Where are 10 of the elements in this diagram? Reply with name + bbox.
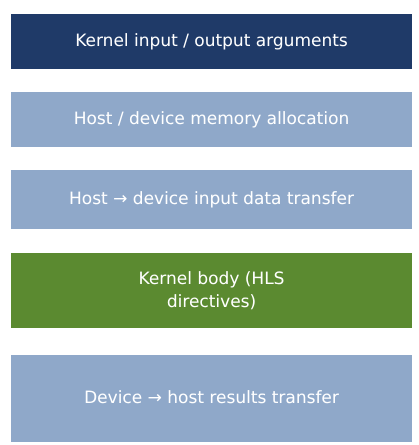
box-label: Host → device input data transfer — [69, 188, 354, 211]
box-label: Kernel input / output arguments — [75, 30, 348, 53]
box-label: Kernel body (HLS directives) — [138, 268, 286, 314]
step-box — [11, 355, 412, 442]
step-box — [11, 170, 412, 229]
box-label: Device → host results transfer — [84, 387, 339, 410]
header-bar — [11, 14, 412, 69]
step-box — [11, 92, 412, 147]
highlighted-step-box — [11, 253, 412, 328]
box-label: Host / device memory allocation — [74, 108, 350, 131]
